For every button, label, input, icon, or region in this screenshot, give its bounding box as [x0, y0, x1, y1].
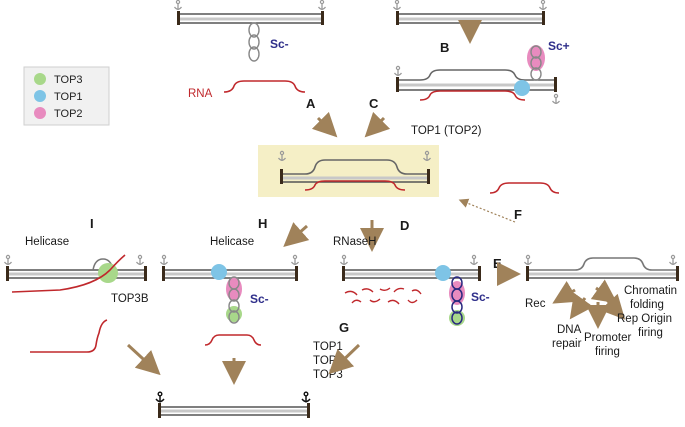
r-loop-highlight	[258, 145, 439, 197]
dna-repair-label-2: repair	[552, 338, 582, 350]
legend-item-top3: TOP3	[34, 73, 83, 86]
step-label-h: H	[258, 216, 267, 231]
chromatin-folding-label-2: folding	[630, 299, 664, 311]
legend-item-top2: TOP2	[34, 107, 83, 120]
arrow-g-to-final	[328, 343, 361, 375]
rep-origin-label-2: firing	[638, 327, 663, 339]
arrow-e-rec	[552, 280, 580, 304]
sc-plus-label: Sc+	[548, 39, 570, 53]
top3b-label: TOP3B	[111, 293, 149, 305]
dna-rnaseh-degraded	[339, 254, 481, 326]
legend-label-top1: TOP1	[54, 91, 83, 103]
rna-label: RNA	[188, 88, 213, 100]
step-label-b: B	[440, 40, 449, 55]
arrow-h	[283, 222, 310, 247]
rna-strand-released-h	[204, 334, 262, 346]
step-label-a: A	[306, 96, 316, 111]
arrow-f-dotted	[458, 198, 516, 223]
dna-helicase-top3b	[3, 254, 147, 293]
dna-negative-supercoil-top: Sc-	[173, 0, 327, 62]
legend-label-top2: TOP2	[54, 108, 83, 120]
legend: TOP3 TOP1 TOP2	[23, 66, 110, 126]
promoter-firing-label-2: firing	[595, 346, 620, 358]
step-label-d: D	[400, 218, 409, 233]
legend-item-top1: TOP1	[34, 90, 83, 103]
dna-helicase-topos	[159, 254, 300, 324]
dna-r-loop-e	[523, 254, 679, 281]
arrow-e-rep-origin	[600, 293, 626, 320]
sc-minus-label-h: Sc-	[250, 292, 269, 306]
rna-strand-free	[223, 80, 306, 93]
rna-strand-f	[489, 182, 560, 194]
arrow-c	[364, 111, 391, 138]
top-list-1: TOP1	[313, 341, 343, 353]
arrow-e-chromatin	[590, 279, 618, 304]
chromatin-folding-label-1: Chromatin	[624, 285, 677, 297]
step-label-i: I	[90, 216, 94, 231]
rep-origin-label-1: Rep Origin	[617, 313, 672, 325]
rna-strand-released-i	[30, 319, 108, 353]
promoter-firing-label-1: Promoter	[584, 332, 631, 344]
top1-top2-label: TOP1 (TOP2)	[411, 125, 482, 137]
sc-minus-label-d: Sc-	[471, 290, 490, 304]
step-label-c: C	[369, 96, 379, 111]
dna-r-loop-sc-plus: Sc+	[393, 39, 570, 105]
top-list-3: TOP3	[313, 369, 343, 381]
arrow-i-to-final	[126, 343, 161, 376]
arrow-e-dna-repair	[569, 292, 594, 320]
step-label-g: G	[339, 320, 349, 335]
legend-label-top3: TOP3	[54, 74, 83, 86]
rec-label: Rec	[525, 298, 546, 310]
arrow-a	[311, 111, 338, 138]
dna-top-right	[392, 0, 548, 25]
sc-minus-label-top: Sc-	[270, 37, 289, 51]
dna-repair-label-1: DNA	[557, 324, 582, 336]
step-label-e: E	[493, 256, 502, 271]
helicase-label-h: Helicase	[210, 236, 254, 248]
rnaseh-label: RNaseH	[333, 236, 376, 248]
helicase-label-i: Helicase	[25, 236, 69, 248]
step-label-f: F	[514, 207, 522, 222]
dna-relaxed-final	[155, 391, 311, 418]
